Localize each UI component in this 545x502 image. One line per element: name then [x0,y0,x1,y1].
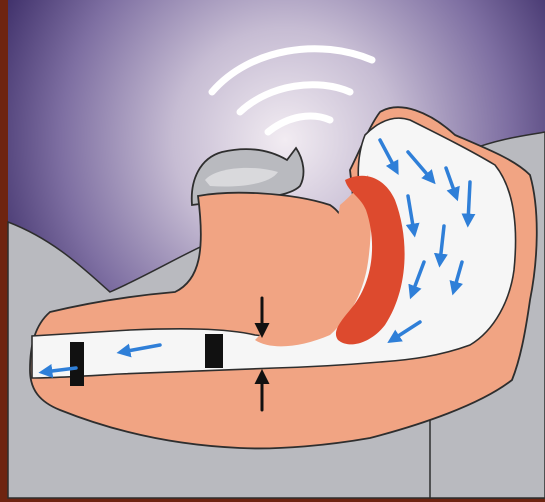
mask-band-right [205,334,223,368]
airflow-arrow [468,182,470,222]
mask-band-left [70,342,84,386]
